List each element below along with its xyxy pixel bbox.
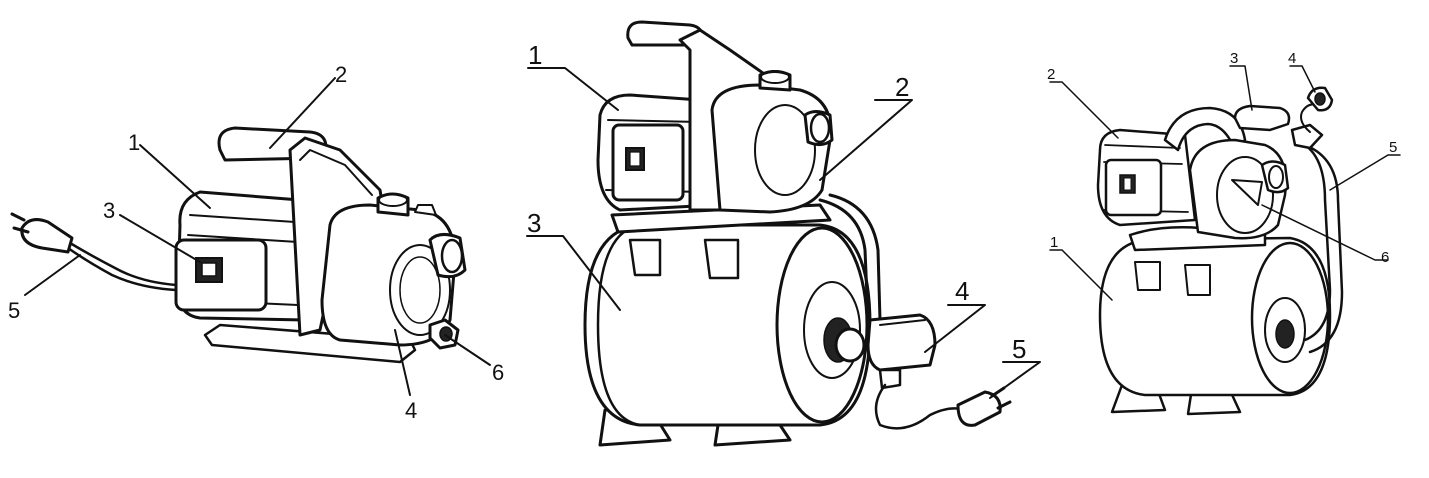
pump1-inlet-port xyxy=(428,233,467,279)
pump2-callout-4: 4 xyxy=(955,276,969,306)
pump2-callout-1: 1 xyxy=(528,40,542,70)
pump3-callout-6: 6 xyxy=(1381,249,1389,266)
pump2-mains-plug xyxy=(956,390,1002,427)
pump2-callout-3: 3 xyxy=(527,208,541,238)
pump3-callout-5: 5 xyxy=(1389,139,1397,156)
pump1-power-cable xyxy=(66,241,178,292)
pump1-base-plate xyxy=(203,323,417,364)
pump2-manometer xyxy=(834,327,866,363)
pump1-callout-5: 5 xyxy=(8,298,20,323)
pump2-switch-box xyxy=(611,123,685,202)
pump2-tank-end-cap xyxy=(775,226,869,424)
pump3-callout-3: 3 xyxy=(1230,50,1238,67)
pump3-callout-4: 4 xyxy=(1288,50,1296,67)
pump3-tank-end-cap xyxy=(1250,241,1330,395)
pump1-pump-chamber xyxy=(320,203,457,347)
pump1-callout-6: 6 xyxy=(492,360,504,385)
pump3-callout-1: 1 xyxy=(1050,234,1058,251)
pump1-callout-4: 4 xyxy=(405,398,417,423)
pump3-carry-handle xyxy=(1233,104,1291,132)
pump2-pump-chamber xyxy=(710,83,833,214)
pump2-pressure-switch xyxy=(866,313,937,372)
pump3-connection-hose xyxy=(1293,138,1344,354)
figure-booster-pump-small-tank: 1 2 3 4 5 6 xyxy=(1047,50,1401,416)
pump2-callout-5: 5 xyxy=(1012,334,1026,364)
pump1-callout-1: 1 xyxy=(128,130,140,155)
pump2-power-cable xyxy=(874,383,967,430)
pump1-callout-2: 2 xyxy=(335,62,347,87)
figure-booster-pump-horizontal-tank: 1 2 3 4 5 xyxy=(526,20,1041,447)
pump1-mains-plug xyxy=(20,218,74,254)
pump2-callout-2: 2 xyxy=(895,72,909,102)
pump2-connection-hose xyxy=(818,193,882,322)
pump3-callout-2: 2 xyxy=(1047,66,1055,83)
figure-surface-pump: 1 2 3 4 5 6 xyxy=(8,62,504,423)
pump1-callout-3: 3 xyxy=(103,198,115,223)
